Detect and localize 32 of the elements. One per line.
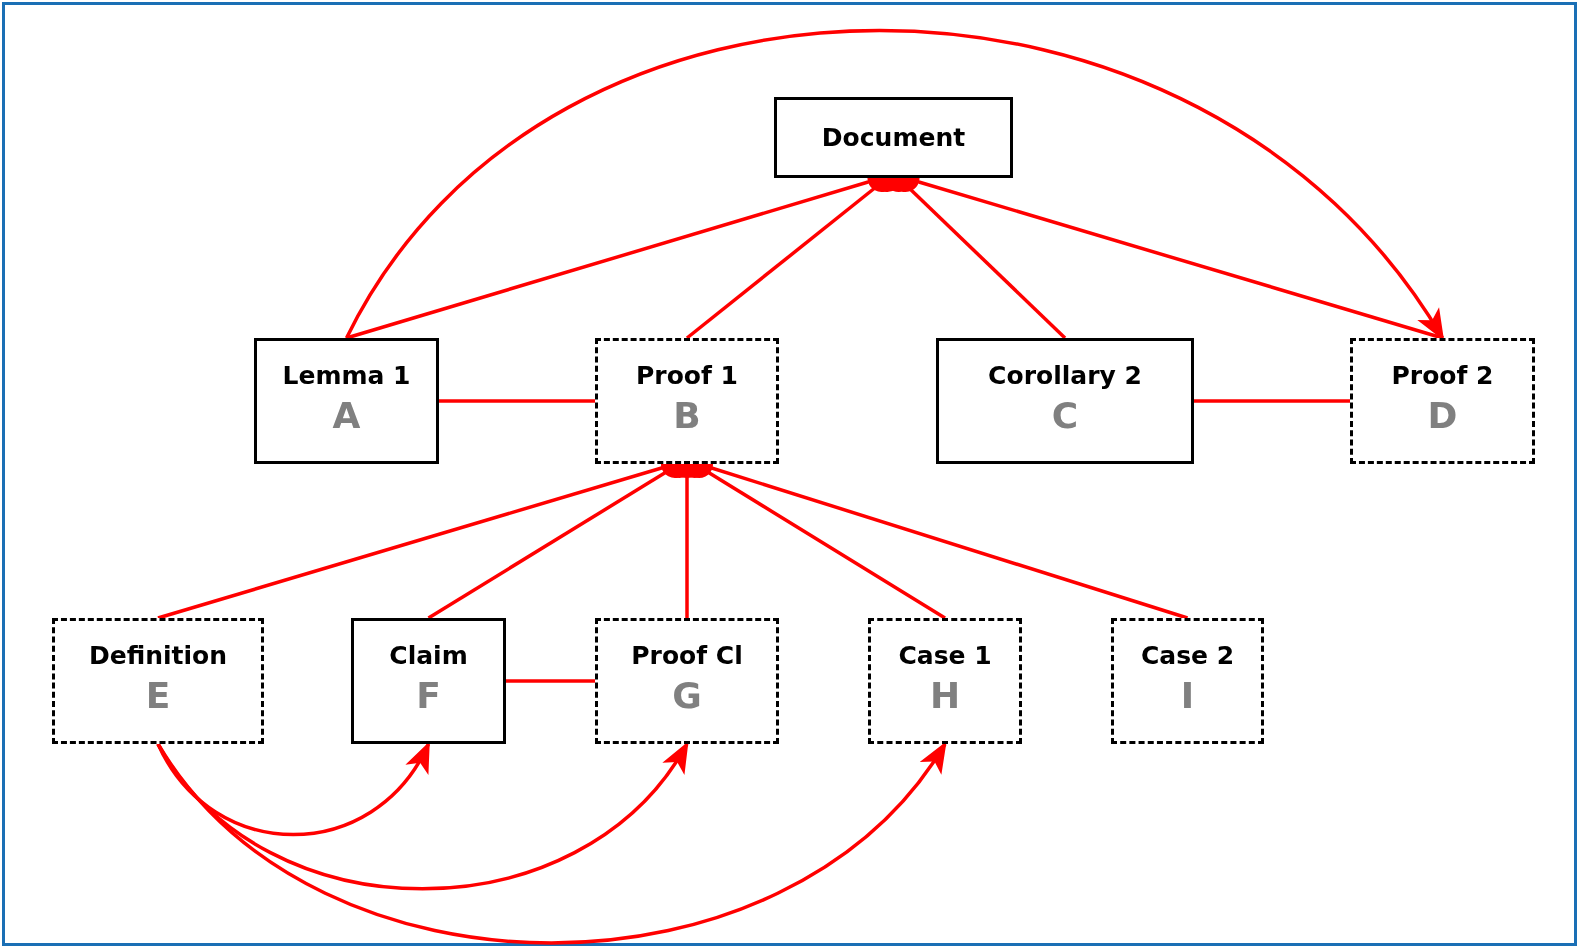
process-box (774, 97, 1013, 178)
node-letter: B (673, 393, 701, 438)
node-title: Proof 1 (636, 360, 738, 391)
node-letter: G (672, 673, 702, 718)
node-letter: I (1180, 673, 1195, 718)
dashed-box (868, 618, 1022, 744)
dashed-box (595, 338, 779, 464)
node-letter: F (416, 673, 441, 718)
dashed-box (1350, 338, 1535, 464)
node-title: Claim (389, 640, 468, 671)
node-letter: C (1051, 393, 1079, 438)
connector-line (1194, 399, 1350, 403)
node-title: Lemma 1 (282, 360, 411, 391)
process-box (936, 338, 1194, 464)
node-letter: D (1427, 393, 1458, 438)
node-title: Document (821, 122, 966, 153)
dashed-box (52, 618, 264, 744)
process-box (254, 338, 439, 464)
node-title: Proof 2 (1391, 360, 1494, 391)
node-letter: H (929, 673, 961, 718)
node-title: Case 2 (1140, 640, 1235, 671)
node-title: Proof Cl (631, 640, 743, 671)
node-letter: A (332, 393, 361, 438)
process-box (351, 618, 506, 744)
node-title: Definition (88, 640, 228, 671)
node-title: Corollary 2 (988, 360, 1142, 391)
node-letter: E (145, 673, 171, 718)
node-title: Case 1 (898, 640, 992, 671)
connector-line (506, 679, 595, 683)
dashed-box (595, 618, 779, 744)
connector-line (439, 399, 595, 403)
dashed-box (1111, 618, 1264, 744)
